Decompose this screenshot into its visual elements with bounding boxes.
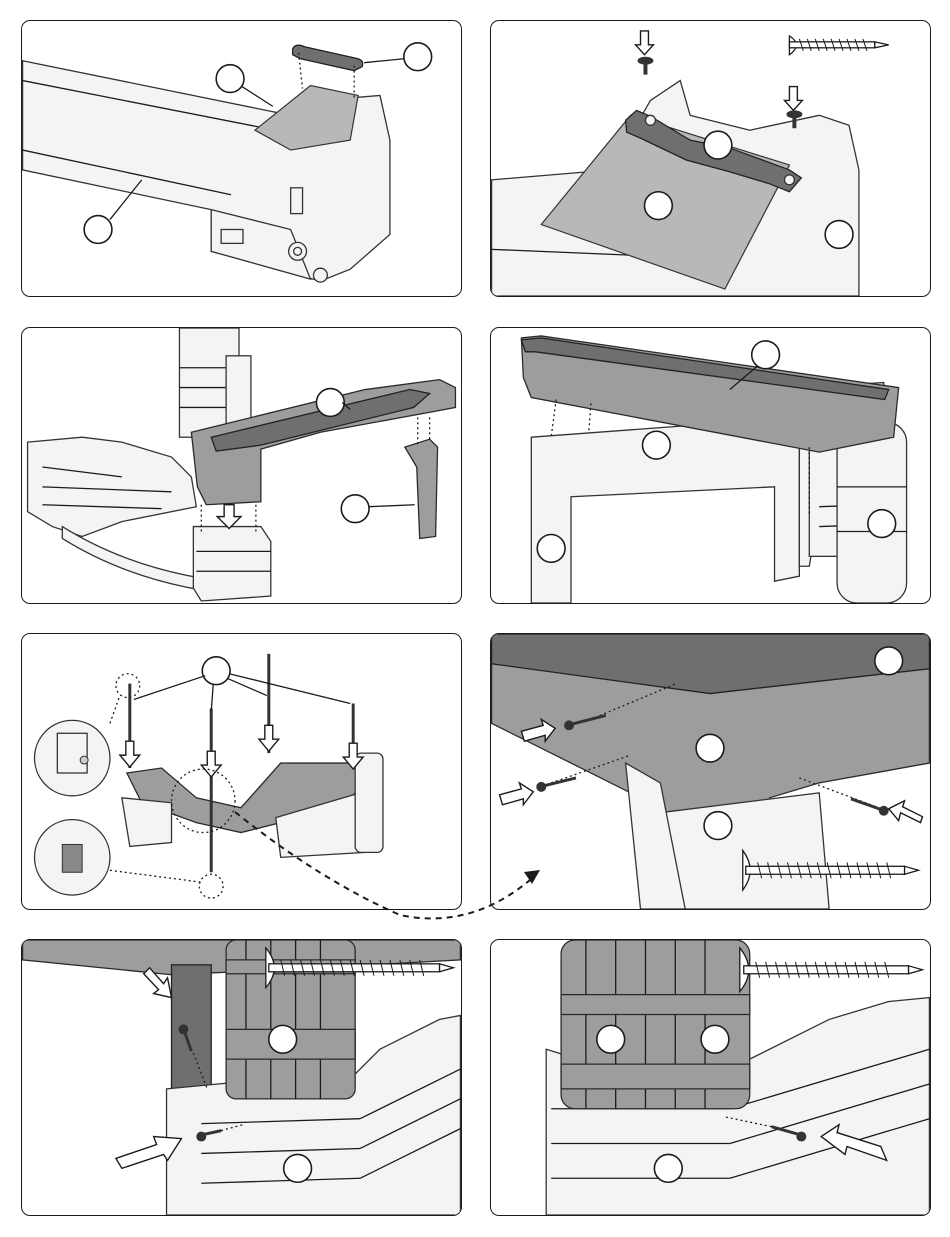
short-bolt-icon (636, 31, 654, 75)
callout-marker (537, 534, 565, 562)
callout-marker (364, 43, 432, 71)
callout-marker (644, 192, 672, 220)
callout-marker (696, 734, 724, 762)
callout-marker (284, 1154, 312, 1182)
step-panel-5 (21, 633, 462, 910)
push-arrow-icon (500, 783, 534, 805)
callout-marker (134, 657, 350, 712)
roof-beam-illustration (491, 328, 930, 603)
callout-marker (701, 1025, 729, 1053)
callout-marker (704, 131, 732, 159)
step-panel-7 (21, 939, 462, 1216)
step-panel-8 (490, 939, 931, 1216)
column-screw-left-illustration (22, 940, 461, 1215)
callout-marker (341, 495, 414, 523)
column-screw-right-illustration (491, 940, 930, 1215)
step-panel-6 (490, 633, 931, 910)
short-bolt-icon (851, 799, 889, 816)
callout-marker (269, 1025, 297, 1053)
wall-base-beam-illustration (22, 328, 461, 603)
callout-marker (642, 431, 670, 459)
callout-marker (597, 1025, 625, 1053)
down-arrow-icon (217, 505, 241, 529)
beam-screw-detail-illustration (491, 634, 930, 909)
long-screw-icon (740, 948, 923, 992)
down-arrow-icon (259, 725, 279, 751)
long-screw-icon (789, 36, 888, 55)
step-panel-1 (21, 20, 462, 297)
push-arrow-icon (889, 801, 923, 823)
callout-marker (216, 65, 273, 107)
beam-end-plate-illustration (22, 21, 461, 296)
callout-marker (654, 1154, 682, 1182)
step-panel-4 (490, 327, 931, 604)
callout-marker (704, 812, 732, 840)
callout-marker (868, 510, 896, 538)
short-bolt-icon (536, 778, 576, 792)
callout-marker (825, 221, 853, 249)
callout-marker (875, 647, 903, 675)
down-arrow-icon (120, 741, 140, 767)
plate-bolt-illustration (491, 21, 930, 296)
step-panel-2 (490, 20, 931, 297)
rod-insertion-illustration (22, 634, 461, 909)
step-panel-3 (21, 327, 462, 604)
